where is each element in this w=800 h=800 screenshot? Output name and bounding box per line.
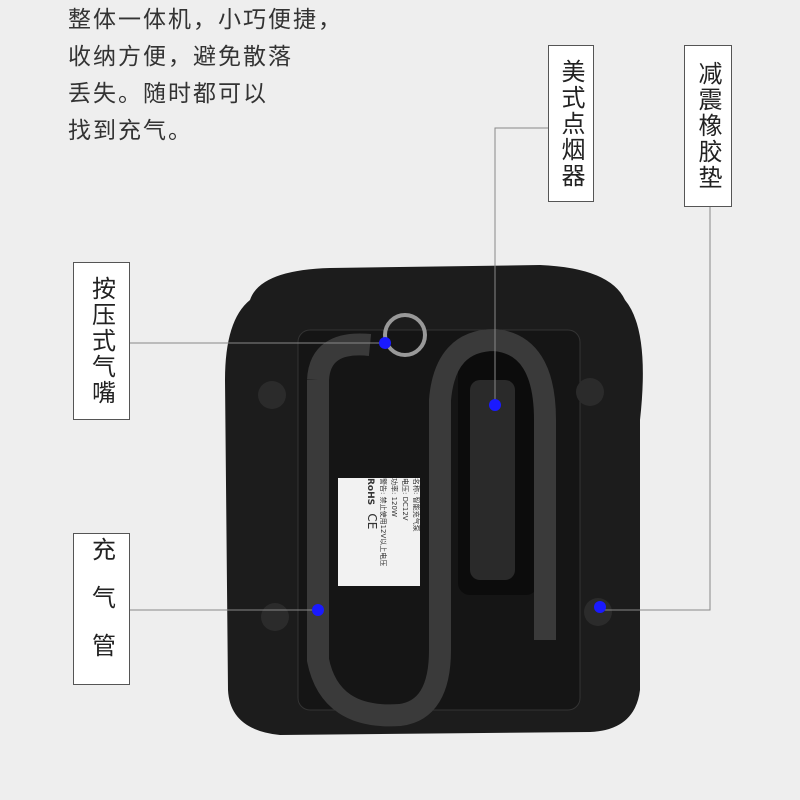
marker-dot — [312, 604, 324, 616]
label-line: 电压: DC12V — [401, 478, 409, 521]
intro-line: 丢失。随时都可以 — [68, 81, 268, 107]
cigarette-plug — [470, 380, 515, 580]
marker-dot — [379, 337, 391, 349]
leader-line-pad — [600, 205, 711, 611]
rohs-mark: RoHS — [365, 478, 375, 506]
leader-line-plug — [494, 127, 548, 405]
rubber-pad — [258, 381, 286, 409]
rubber-pad — [576, 378, 604, 406]
label-text: 名称: 智能充气泵 电压: DC12V 功率: 120W 警告: 禁止使用12V… — [337, 478, 421, 586]
rubber-pad — [261, 603, 289, 631]
label-line: 功率: 120W — [390, 478, 398, 517]
callout-cigarette-plug: 美式点烟器 — [548, 45, 594, 202]
label-line: 警告: 禁止使用12V以上电压 — [379, 478, 387, 567]
marker-dot — [489, 399, 501, 411]
callout-label: 减震橡胶垫 — [694, 61, 722, 191]
ce-mark: CE — [365, 513, 379, 530]
marker-dot — [594, 601, 606, 613]
hose — [307, 328, 556, 727]
callout-label: 美式点烟器 — [557, 58, 585, 189]
intro-line: 收纳方便，避免散落 — [68, 44, 293, 70]
intro-line: 找到充气。 — [68, 118, 193, 144]
callout-label: 充气管 — [87, 537, 116, 681]
label-line: 名称: 智能充气泵 — [412, 478, 420, 532]
callout-rubber-pad: 减震橡胶垫 — [684, 45, 732, 207]
callout-valve: 按压式气嘴 — [73, 262, 130, 420]
intro-text: 整体一体机，小巧便捷， 收纳方便，避免散落 丢失。随时都可以 找到充气。 — [68, 2, 343, 150]
device-label — [338, 478, 420, 586]
callout-hose: 充气管 — [73, 533, 130, 685]
intro-line: 整体一体机，小巧便捷， — [68, 7, 343, 33]
callout-label: 按压式气嘴 — [87, 276, 116, 406]
valve-ring — [383, 313, 427, 357]
